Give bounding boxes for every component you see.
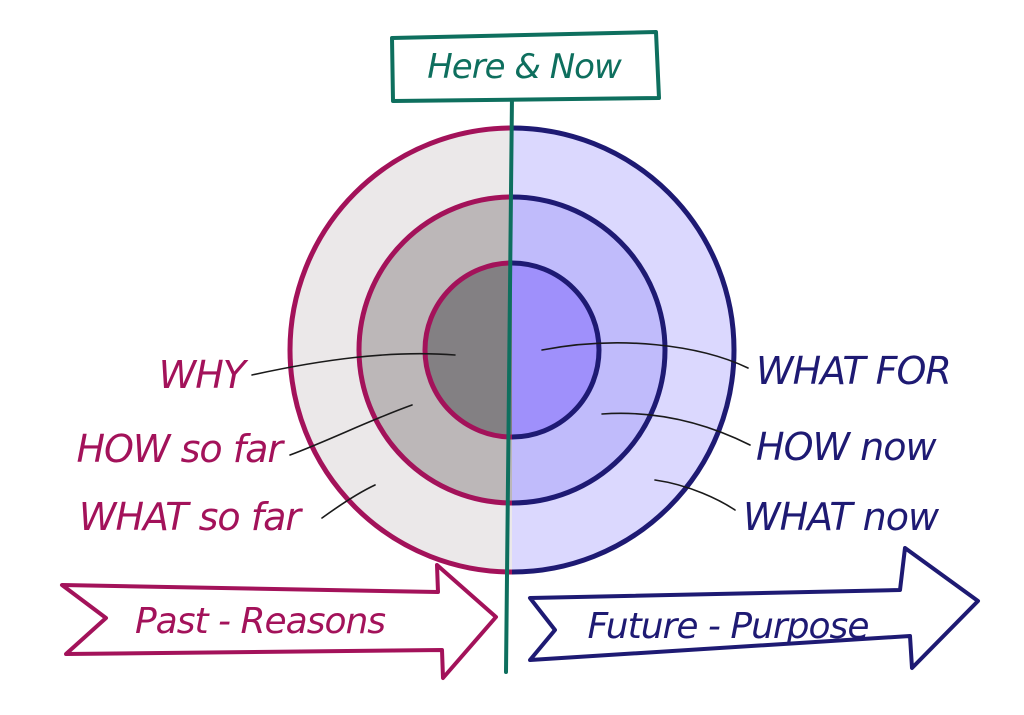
what-for-leader-line [541, 342, 749, 369]
how-so-far-label: HOW so far [76, 427, 285, 471]
future-leader-lines [541, 342, 751, 511]
future-inner-circle [512, 260, 602, 440]
past-half-circles [287, 125, 512, 575]
past-reasons-label: Past - Reasons [135, 601, 385, 642]
future-purpose-label: Future - Purpose [588, 606, 869, 647]
what-now-label: WHAT now [743, 495, 940, 539]
how-now-leader-line [601, 412, 751, 446]
past-leader-lines [251, 352, 456, 519]
past-inner-circle [422, 260, 512, 440]
what-now-leader-line [654, 479, 736, 511]
what-for-label: WHAT FOR [756, 349, 951, 393]
why-label: WHY [159, 353, 249, 397]
why-leader-line [251, 352, 456, 376]
now-divider-line [504, 94, 514, 674]
future-purpose-arrow [528, 546, 980, 670]
future-half-circles [512, 125, 737, 575]
past-reasons-arrow [60, 563, 498, 680]
what-so-far-label: WHAT so far [79, 495, 303, 539]
what-so-far-leader-line [321, 484, 376, 519]
how-now-label: HOW now [756, 425, 937, 469]
here-and-now-box [390, 30, 661, 103]
here-and-now-title: Here & Now [427, 47, 622, 87]
how-so-far-leader-line [289, 404, 413, 456]
